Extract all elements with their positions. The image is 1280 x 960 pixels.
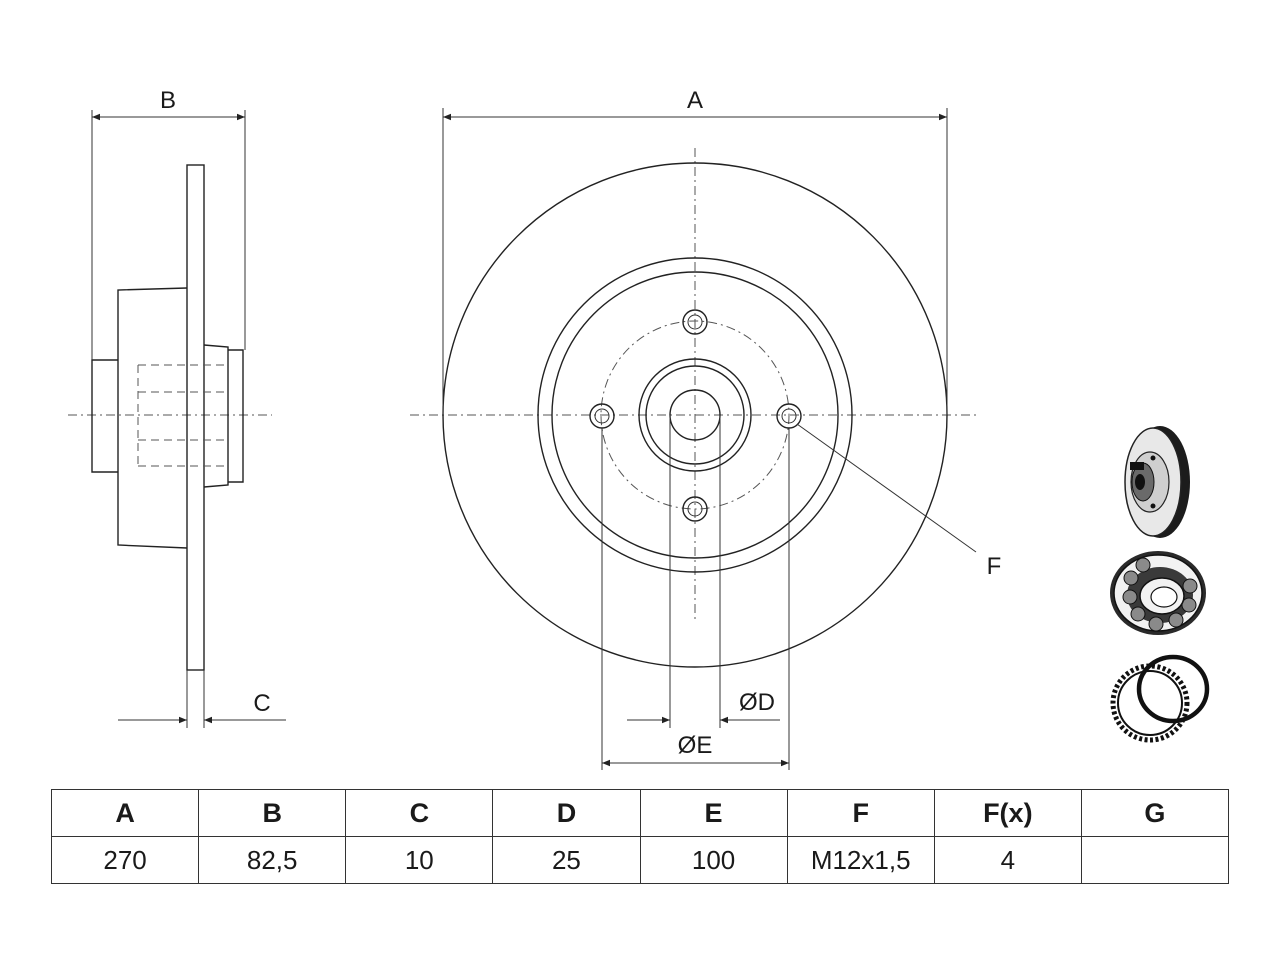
table-header-cell: F(x) (933, 789, 1082, 837)
wheel-bearing-icon (1110, 551, 1206, 635)
table-header-cell: G (1080, 789, 1230, 837)
table-cell: 4 (933, 836, 1082, 884)
brake-disc-icon (1124, 426, 1190, 538)
table-cell: 82,5 (198, 836, 347, 884)
table-row: 270 82,5 10 25 100 M12x1,5 4 (50, 836, 1230, 884)
table-header-row: A B C D E F F(x) G (50, 789, 1230, 837)
table-header-cell: A (50, 789, 200, 837)
dimension-label-b: B (160, 87, 176, 114)
dimension-label-a: A (687, 87, 703, 114)
table-header-cell: F (786, 789, 935, 837)
side-view (68, 110, 286, 728)
table-cell: 100 (639, 836, 788, 884)
table-header-cell: E (639, 789, 788, 837)
abs-ring-and-seal-icon (1110, 654, 1210, 743)
table-header-cell: D (492, 789, 641, 837)
dimension-label-f: F (987, 553, 1002, 580)
front-view (410, 108, 980, 770)
table-cell: 25 (492, 836, 641, 884)
specification-table: A B C D E F F(x) G 270 82,5 10 25 100 M1… (50, 789, 1230, 884)
table-cell: 10 (345, 836, 494, 884)
table-header-cell: B (198, 789, 347, 837)
dimension-label-e: ØE (678, 732, 713, 759)
dimension-label-c: C (253, 690, 270, 717)
table-cell: 270 (50, 836, 200, 884)
dimension-label-d: ØD (739, 689, 775, 716)
table-cell: M12x1,5 (786, 836, 935, 884)
table-header-cell: C (345, 789, 494, 837)
table-cell (1080, 836, 1230, 884)
